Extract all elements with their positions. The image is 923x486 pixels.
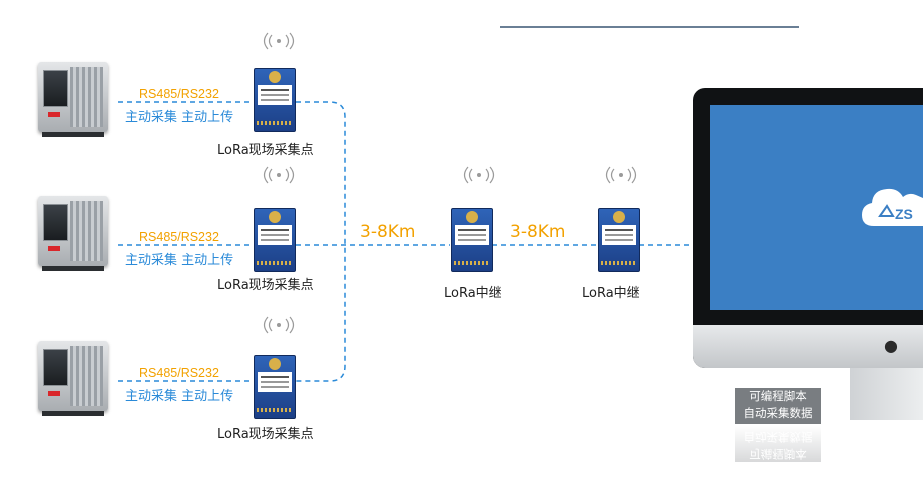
test-chamber-3 xyxy=(38,341,108,417)
protocol-label-1: RS485/RS232 xyxy=(139,87,219,101)
site-caption-2: LoRa现场采集点 xyxy=(217,278,314,293)
lora-module-2 xyxy=(254,208,296,272)
lora-module-3 xyxy=(254,355,296,419)
protocol-label-2: RS485/RS232 xyxy=(139,230,219,244)
top-divider xyxy=(500,26,799,28)
distance-label-1: 3-8Km xyxy=(360,222,416,242)
signal-icon xyxy=(263,32,295,50)
server-monitor: ● xyxy=(693,88,923,368)
signal-icon xyxy=(263,316,295,334)
server-caption-reflection: 可编程脚本 自动采集数据 xyxy=(735,426,821,462)
protocol-label-3: RS485/RS232 xyxy=(139,366,219,380)
relay-caption-1: LoRa中继 xyxy=(444,286,502,301)
lora-module-1 xyxy=(254,68,296,132)
lora-relay-module-1 xyxy=(451,208,493,272)
cloud-logo-icon: ZS xyxy=(862,188,923,226)
mode-label-2: 主动采集 主动上传 xyxy=(125,253,234,268)
test-chamber-1 xyxy=(38,62,108,138)
server-caption-reflection-line-1: 可编程脚本 xyxy=(749,447,807,461)
test-chamber-2 xyxy=(38,196,108,272)
apple-logo-icon: ● xyxy=(884,336,898,355)
link-bus xyxy=(296,101,346,382)
site-caption-1: LoRa现场采集点 xyxy=(217,143,314,158)
site-caption-3: LoRa现场采集点 xyxy=(217,427,314,442)
relay-caption-2: LoRa中继 xyxy=(582,286,640,301)
lora-relay-module-2 xyxy=(598,208,640,272)
signal-icon xyxy=(605,166,637,184)
distance-label-2: 3-8Km xyxy=(510,222,566,242)
logo-text: ZS xyxy=(895,206,913,222)
signal-icon xyxy=(263,166,295,184)
monitor-stand xyxy=(850,368,923,420)
mode-label-1: 主动采集 主动上传 xyxy=(125,110,234,125)
server-caption-line-1: 可编程脚本 xyxy=(749,389,807,403)
monitor-chin xyxy=(693,325,923,368)
server-caption-reflection-line-2: 自动采集数据 xyxy=(743,430,813,444)
server-caption: 可编程脚本 自动采集数据 xyxy=(735,388,821,424)
mode-label-3: 主动采集 主动上传 xyxy=(125,389,234,404)
signal-icon xyxy=(463,166,495,184)
server-caption-line-2: 自动采集数据 xyxy=(743,406,813,420)
